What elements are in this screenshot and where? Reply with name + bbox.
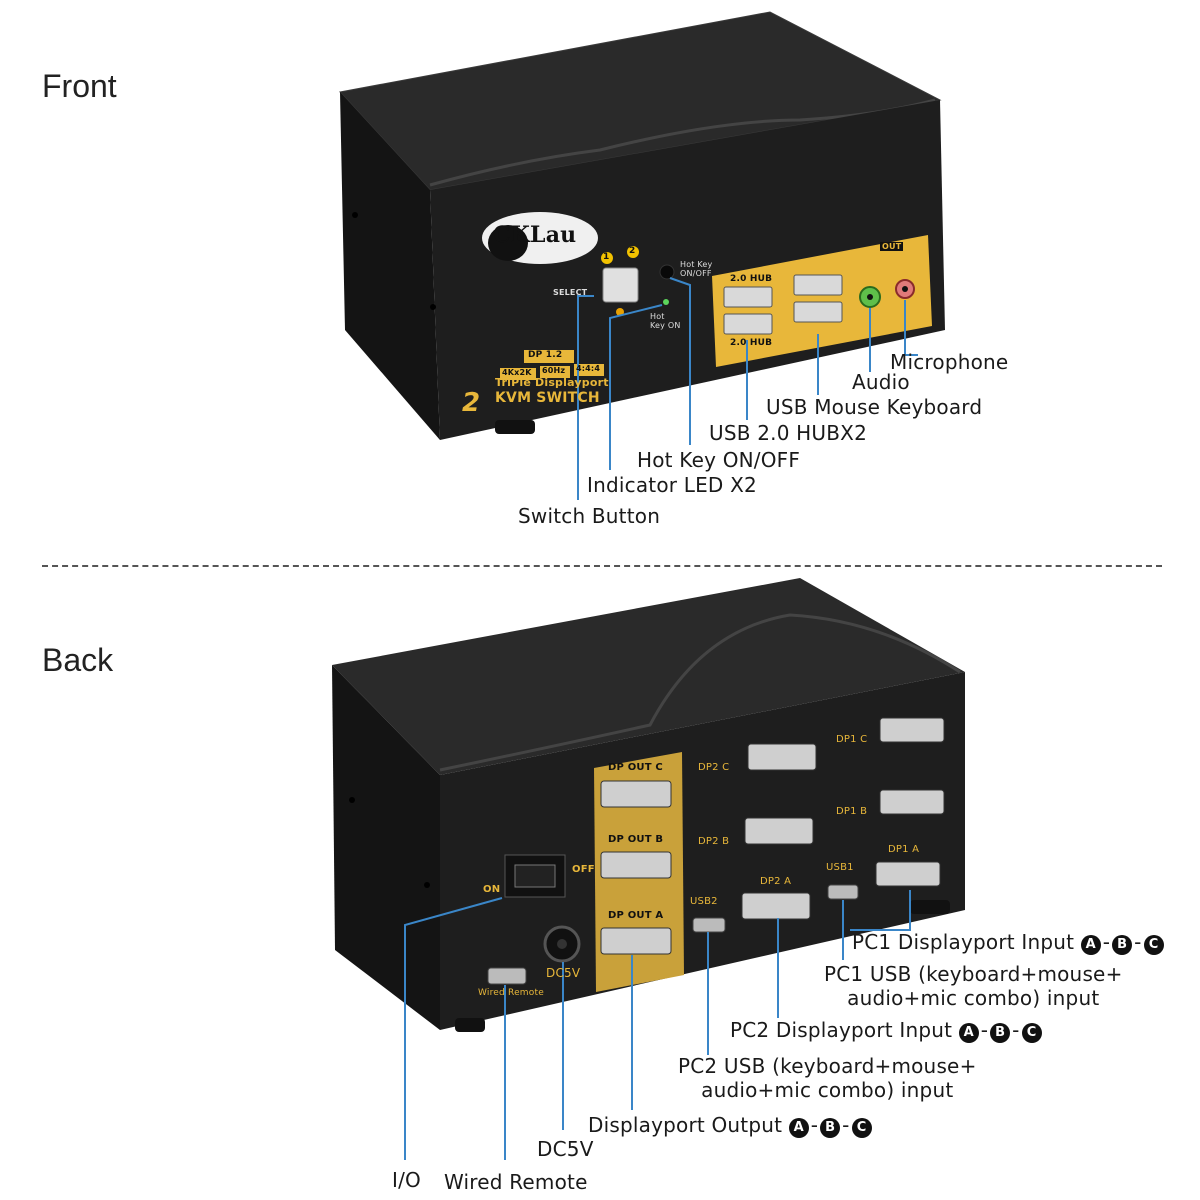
callout-pc1-dp-text: PC1 Displayport Input bbox=[852, 930, 1075, 954]
dp1-a-label: DP1 A bbox=[888, 844, 920, 855]
callout-hot-key: Hot Key ON/OFF bbox=[637, 448, 801, 472]
letter-c-icon: C bbox=[1021, 1023, 1042, 1043]
letter-b-icon: B bbox=[990, 1023, 1011, 1043]
letter-a-icon: A bbox=[1080, 935, 1101, 955]
front-device bbox=[339, 11, 945, 440]
callout-usb-mouse-keyboard: USB Mouse Keyboard bbox=[766, 395, 983, 419]
callout-pc2-dp-text: PC2 Displayport Input bbox=[730, 1018, 953, 1042]
letter-b-icon: B bbox=[820, 1118, 841, 1138]
callout-pc1-usb: PC1 USB (keyboard+mouse+ audio+mic combo… bbox=[824, 962, 1123, 1010]
port-count: 2 bbox=[462, 388, 481, 418]
callout-pc2-usb: PC2 USB (keyboard+mouse+ audio+mic combo… bbox=[678, 1054, 977, 1102]
letter-a-icon: A bbox=[958, 1023, 979, 1043]
letter-a-icon: A bbox=[788, 1118, 809, 1138]
usb2-label: USB2 bbox=[690, 896, 718, 907]
callout-pc2-dp-input: PC2 Displayport Input A-B-C bbox=[730, 1018, 1042, 1043]
badge-resolution: 4Kx2K bbox=[502, 368, 532, 377]
back-section-title: Back bbox=[42, 642, 114, 678]
badge-chroma: 4:4:4 bbox=[576, 364, 601, 373]
badge-refresh: 60Hz bbox=[542, 366, 566, 375]
letter-c-icon: C bbox=[1143, 935, 1164, 955]
dp1-c-label: DP1 C bbox=[836, 734, 868, 745]
section-divider bbox=[42, 565, 1162, 567]
port-2-label: 2 bbox=[629, 246, 636, 256]
hotkey-on-label: Hot Key ON bbox=[650, 312, 681, 330]
badge-dp: DP 1.2 bbox=[528, 350, 563, 360]
letter-c-icon: C bbox=[851, 1118, 872, 1138]
dp2-c-label: DP2 C bbox=[698, 762, 730, 773]
dp-out-b-label: DP OUT B bbox=[608, 834, 664, 845]
wired-remote-label: Wired Remote bbox=[478, 988, 544, 998]
hub-label-bottom: 2.0 HUB bbox=[730, 338, 773, 348]
device-brand-logo: CKLau bbox=[493, 222, 577, 248]
letter-b-icon: B bbox=[1112, 935, 1133, 955]
callout-switch-button: Switch Button bbox=[518, 504, 661, 528]
callout-pc1-usb-line2: audio+mic combo) input bbox=[847, 986, 1100, 1010]
dp2-b-label: DP2 B bbox=[698, 836, 730, 847]
callout-dc5v: DC5V bbox=[537, 1137, 594, 1161]
out-label: OUT bbox=[880, 242, 904, 251]
callout-pc2-usb-line1: PC2 USB (keyboard+mouse+ bbox=[678, 1054, 977, 1078]
product-line-2: KVM SWITCH bbox=[495, 390, 600, 406]
callout-dp-output-text: Displayport Output bbox=[588, 1113, 783, 1137]
callout-indicator-led: Indicator LED X2 bbox=[587, 473, 757, 497]
port-1-label: 1 bbox=[603, 252, 610, 262]
dp-out-a-label: DP OUT A bbox=[608, 910, 664, 921]
callout-wired-remote: Wired Remote bbox=[444, 1170, 588, 1194]
usb1-label: USB1 bbox=[826, 862, 854, 873]
callout-pc2-usb-line2: audio+mic combo) input bbox=[701, 1078, 954, 1102]
dp1-b-label: DP1 B bbox=[836, 806, 868, 817]
callout-pc1-dp-input: PC1 Displayport Input A-B-C bbox=[852, 930, 1164, 955]
back-callout-lines bbox=[404, 890, 911, 1160]
on-label: ON bbox=[483, 884, 501, 895]
callout-audio: Audio bbox=[852, 370, 910, 394]
product-line-1: TriPle Displayport bbox=[495, 376, 609, 389]
dp2-a-label: DP2 A bbox=[760, 876, 792, 887]
front-section-title: Front bbox=[42, 68, 117, 104]
callout-pc1-usb-line1: PC1 USB (keyboard+mouse+ bbox=[824, 962, 1123, 986]
hub-label-top: 2.0 HUB bbox=[730, 274, 773, 284]
dc-label: DC5V bbox=[546, 966, 581, 980]
off-label: OFF bbox=[572, 864, 595, 875]
callout-dp-output: Displayport Output A-B-C bbox=[588, 1113, 872, 1138]
back-device bbox=[332, 578, 965, 1032]
callout-io: I/O bbox=[392, 1168, 421, 1192]
dp-out-c-label: DP OUT C bbox=[608, 762, 663, 773]
select-label: SELECT bbox=[553, 288, 588, 297]
callout-usb-hub: USB 2.0 HUBX2 bbox=[709, 421, 868, 445]
callout-microphone: Microphone bbox=[890, 350, 1009, 374]
hotkey-label: Hot Key ON/OFF bbox=[680, 260, 713, 278]
front-callout-lines bbox=[577, 277, 918, 500]
